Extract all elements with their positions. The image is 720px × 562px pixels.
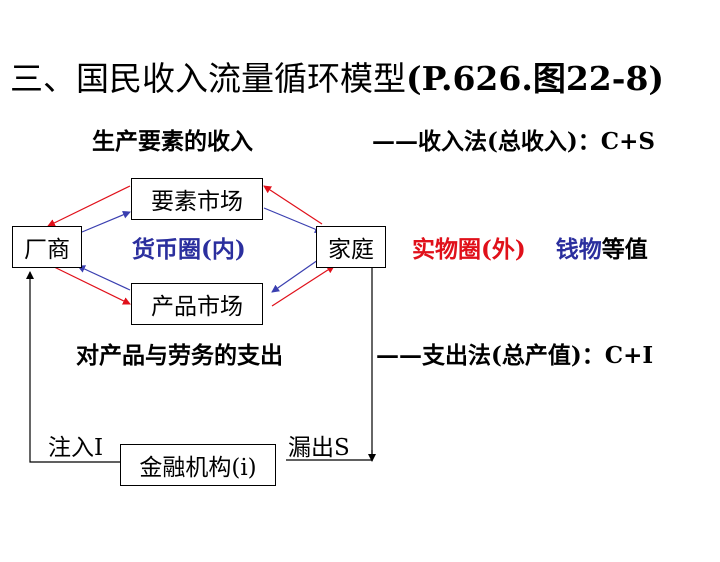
money-flow-firm-to-factor: [81, 211, 131, 233]
factor-market-node: 要素市场: [131, 178, 263, 220]
real-flow-firm-to-product: [47, 263, 131, 305]
product-market-node: 产品市场: [131, 283, 263, 325]
leakage-label: 漏出S: [288, 435, 350, 461]
income-method: ——收入法(总收入)：C+S: [372, 128, 655, 155]
real-flow-household-to-factor: [263, 185, 323, 225]
title-reference: (P.626.图22-8): [406, 59, 665, 98]
equal-word: 等值: [601, 236, 648, 263]
expenditure-method: ——支出法(总产值)：C+I: [376, 342, 654, 369]
real-flow-product-to-household: [271, 265, 335, 307]
money-circle-label: 货币圈(内): [132, 236, 246, 263]
income-label: 生产要素的收入: [92, 128, 253, 155]
expenditure-label: 对产品与劳务的支出: [76, 342, 283, 369]
money-flow-household-to-product: [271, 259, 319, 293]
money-word: 钱物: [555, 236, 602, 263]
finance-node: 金融机构(i): [120, 444, 276, 486]
title-main: 三、国民收入流量循环模型: [10, 59, 406, 98]
injection-label: 注入I: [48, 435, 104, 461]
firm-node: 厂商: [12, 226, 82, 268]
household-node: 家庭: [316, 226, 386, 268]
money-flow-factor-to-household: [263, 207, 323, 234]
equivalence-note: 实物圈(外) 钱物等值: [412, 230, 648, 264]
real-flow-factor-to-firm: [47, 185, 131, 227]
injection-line: [26, 271, 122, 463]
real-circle-label: 实物圈(外): [412, 236, 526, 263]
page-title: 三、国民收入流量循环模型(P.626.图22-8): [10, 52, 664, 100]
money-flow-product-to-firm: [77, 265, 131, 291]
